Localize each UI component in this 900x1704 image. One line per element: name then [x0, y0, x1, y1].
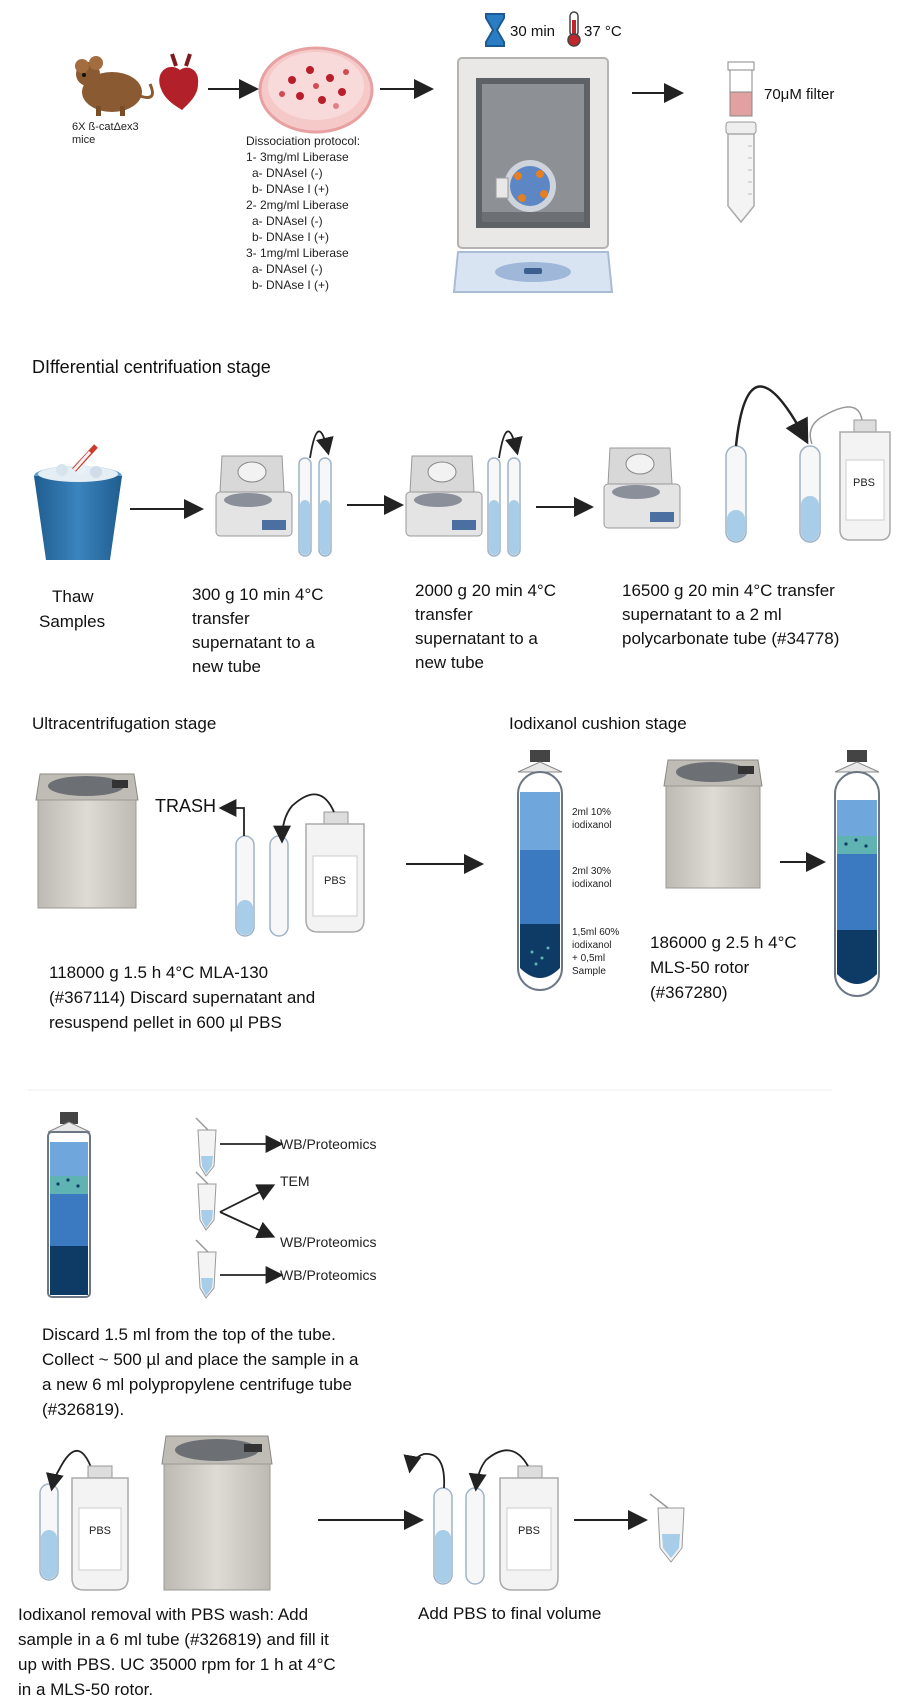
trash-label: TRASH [155, 796, 216, 816]
step2-line: supernatant to a [415, 629, 538, 648]
ultracentrifugation-desc: (#367114) Discard supernatant and [49, 988, 315, 1007]
step3-line: polycarbonate tube (#34778) [622, 629, 839, 648]
layer3-label: Sample [572, 966, 606, 977]
thaw-line2: Samples [39, 612, 105, 631]
final-volume-label: Add PBS to final volume [418, 1604, 601, 1623]
centrifugation-stage-title: DIfferential centrifuation stage [32, 357, 271, 377]
step3-line: 16500 g 20 min 4°C transfer [622, 581, 835, 600]
ultracentrifugation-desc: resuspend pellet in 600 µl PBS [49, 1013, 282, 1032]
tube-pair-icon [403, 1453, 485, 1585]
eppendorf-tube-icon [195, 1117, 217, 1177]
thaw-line1: Thaw [52, 587, 94, 606]
pbs-bottle-icon: PBS [273, 793, 365, 933]
dissociation-line: a- DNAseI (-) [252, 214, 323, 228]
arrow [219, 1211, 276, 1239]
pbs-label: PBS [518, 1525, 540, 1537]
step2-line: 2000 g 20 min 4°C [415, 581, 556, 600]
pbs-label: PBS [324, 875, 346, 887]
pbs-label: PBS [853, 477, 875, 489]
iodixanol-desc: (#367280) [650, 983, 728, 1002]
ultracentrifuge-icon [35, 773, 139, 909]
output-wb-proteomics: WB/Proteomics [280, 1267, 376, 1283]
tube-icon [39, 1449, 95, 1581]
layer3-label: iodixanol [572, 940, 611, 951]
iodixanol-desc: MLS-50 rotor [650, 958, 750, 977]
filter-icon [727, 61, 755, 117]
mice-label-line2: mice [72, 134, 95, 146]
collection-desc: a new 6 ml polypropylene centrifuge tube [42, 1375, 352, 1394]
arrow [219, 1184, 276, 1213]
collection-desc: Discard 1.5 ml from the top of the tube. [42, 1325, 336, 1344]
step2-line: transfer [415, 605, 473, 624]
petri-dish-icon [258, 46, 374, 134]
layer3-label: + 0,5ml [572, 953, 605, 964]
wash-desc: in a MLS-50 rotor. [18, 1680, 153, 1699]
dissociation-line: a- DNAseI (-) [252, 166, 323, 180]
filter-label: 70μM filter [764, 86, 834, 103]
layer2-label: iodixanol [572, 879, 611, 890]
pbs-label: PBS [89, 1525, 111, 1537]
tube-pair-icon [218, 799, 289, 937]
gradient-tube-icon [834, 750, 880, 997]
tube-transfer-icon [725, 385, 821, 543]
dissociation-line: 1- 3mg/ml Liberase [246, 150, 349, 164]
incubation-time: 30 min [510, 23, 555, 40]
dissociation-protocol-text: Dissociation protocol: 1- 3mg/ml Liberas… [246, 134, 360, 292]
dissociation-line: b- DNAse I (+) [252, 278, 329, 292]
output-tem: TEM [280, 1173, 310, 1189]
mice-label-line1: 6X ß-catΔex3 [72, 121, 139, 133]
pbs-bottle-icon: PBS [468, 1449, 559, 1591]
ultracentrifugation-desc: 118000 g 1.5 h 4°C MLA-130 [49, 963, 268, 982]
step1-line: supernatant to a [192, 633, 315, 652]
incubation-temperature: 37 °C [584, 23, 622, 40]
eppendorf-tube-icon [195, 1171, 217, 1231]
heart-icon [159, 53, 199, 110]
layer2-label: 2ml 30% [572, 866, 611, 877]
wash-desc: up with PBS. UC 35000 rpm for 1 h at 4°C [18, 1655, 336, 1674]
layer1-label: iodixanol [572, 820, 611, 831]
gradient-tube-icon [47, 1112, 91, 1298]
tube-pair-icon [298, 430, 334, 557]
dissociation-title: Dissociation protocol: [246, 134, 360, 148]
collection-desc: (#326819). [42, 1400, 124, 1419]
dissociation-line: a- DNAseI (-) [252, 262, 323, 276]
tube-pair-icon [487, 430, 523, 557]
pbs-bottle-icon: PBS [71, 1465, 129, 1591]
centrifuge-icon [405, 455, 483, 537]
falcon-tube-icon [725, 121, 757, 224]
dissociation-line: b- DNAse I (+) [252, 230, 329, 244]
incubator-shaker-icon [452, 57, 614, 293]
eppendorf-tube-icon [195, 1239, 217, 1299]
step1-line: 300 g 10 min 4°C [192, 585, 324, 604]
output-wb-proteomics: WB/Proteomics [280, 1136, 376, 1152]
dissociation-line: b- DNAse I (+) [252, 182, 329, 196]
wash-desc: sample in a 6 ml tube (#326819) and fill… [18, 1630, 329, 1649]
gradient-tube-icon [517, 750, 563, 991]
iodixanol-desc: 186000 g 2.5 h 4°C [650, 933, 797, 952]
pbs-bottle-icon: PBS [809, 406, 891, 541]
mouse-icon [75, 56, 154, 116]
collection-desc: Collect ~ 500 µl and place the sample in… [42, 1350, 359, 1369]
eppendorf-tube-icon [649, 1493, 685, 1563]
ice-bucket-icon [34, 444, 122, 560]
step1-line: new tube [192, 657, 261, 676]
thermometer-icon [567, 11, 581, 47]
step2-line: new tube [415, 653, 484, 672]
layer3-label: 1,5ml 60% [572, 927, 619, 938]
step3-line: supernatant to a 2 ml [622, 605, 782, 624]
hourglass-icon [485, 13, 505, 47]
ultracentrifuge-icon [663, 759, 763, 889]
layer1-label: 2ml 10% [572, 807, 611, 818]
iodixanol-title: Iodixanol cushion stage [509, 714, 687, 733]
wash-desc: Iodixanol removal with PBS wash: Add [18, 1605, 308, 1624]
ultracentrifugation-title: Ultracentrifugation stage [32, 714, 216, 733]
output-wb-proteomics: WB/Proteomics [280, 1234, 376, 1250]
step1-line: transfer [192, 609, 250, 628]
ultracentrifuge-icon [161, 1435, 273, 1591]
dissociation-line: 2- 2mg/ml Liberase [246, 198, 349, 212]
centrifuge-icon [215, 455, 293, 537]
dissociation-line: 3- 1mg/ml Liberase [246, 246, 349, 260]
centrifuge-icon [603, 447, 681, 529]
